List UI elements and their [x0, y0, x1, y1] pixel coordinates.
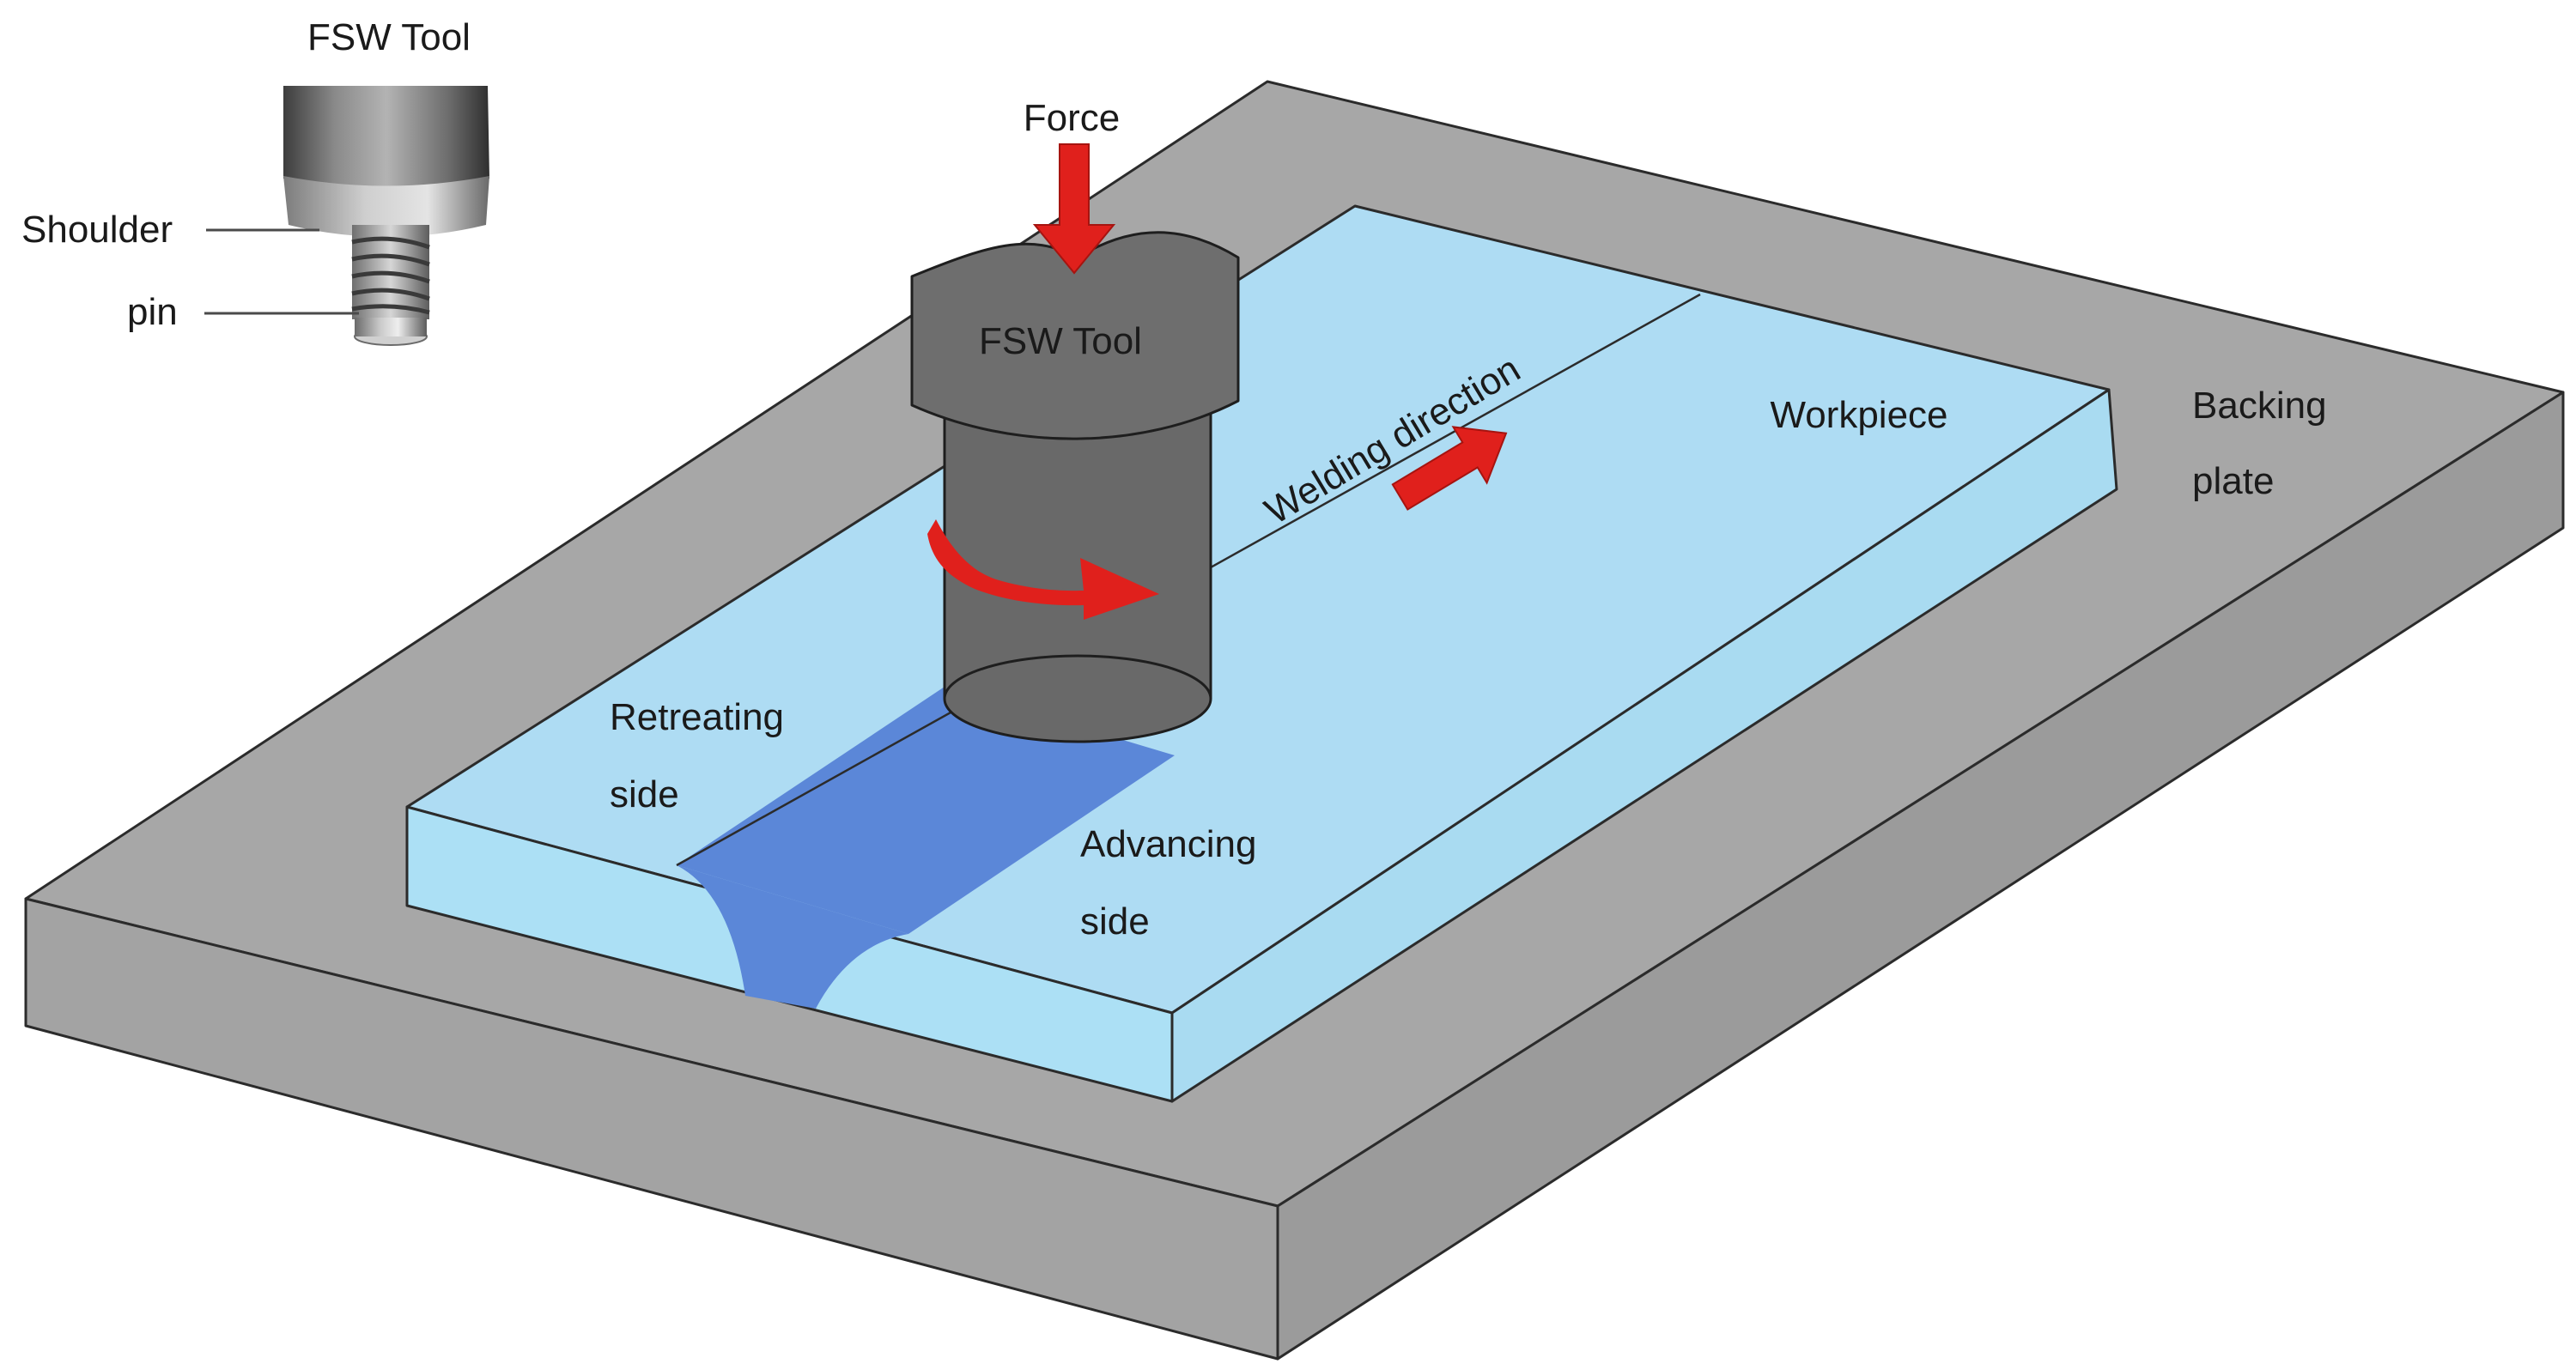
retreating-side-label-line2: side — [610, 773, 679, 815]
tool-photo-inset: FSW Tool Shoulder pin — [21, 16, 489, 346]
force-label: Force — [1024, 97, 1120, 139]
tool-pin-bottom — [943, 654, 1212, 743]
workpiece — [405, 204, 2118, 1103]
advancing-side-label-line2: side — [1080, 900, 1150, 943]
inset-title: FSW Tool — [307, 16, 471, 58]
tool-pin-body — [945, 410, 1211, 699]
fsw-tool: FSW Tool — [910, 231, 1240, 743]
inset-pin-threads — [351, 236, 430, 315]
inset-tool-body — [283, 86, 489, 189]
workpiece-right-side — [1170, 388, 2118, 1103]
force-arrow — [1032, 143, 1116, 275]
backing-plate-label-line2: plate — [2192, 460, 2274, 502]
welding-direction-arrow — [1391, 426, 1508, 511]
weld-seam-cross-section — [677, 865, 908, 1009]
retreating-side-label-line1: Retreating — [610, 696, 784, 738]
inset-pin-label: pin — [127, 291, 178, 333]
tool-shoulder — [910, 231, 1240, 440]
rotation-arrow — [927, 519, 1159, 620]
workpiece-label: Workpiece — [1770, 394, 1947, 436]
backing-plate-label-line1: Backing — [2192, 385, 2327, 427]
tool-label: FSW Tool — [979, 320, 1142, 362]
inset-shoulder-label: Shoulder — [21, 209, 173, 251]
advancing-side-label-line1: Advancing — [1080, 823, 1256, 865]
weld-seam-top — [677, 687, 1175, 934]
inset-tool-shoulder — [283, 176, 489, 237]
backing-plate-front-right — [1276, 391, 2565, 1361]
